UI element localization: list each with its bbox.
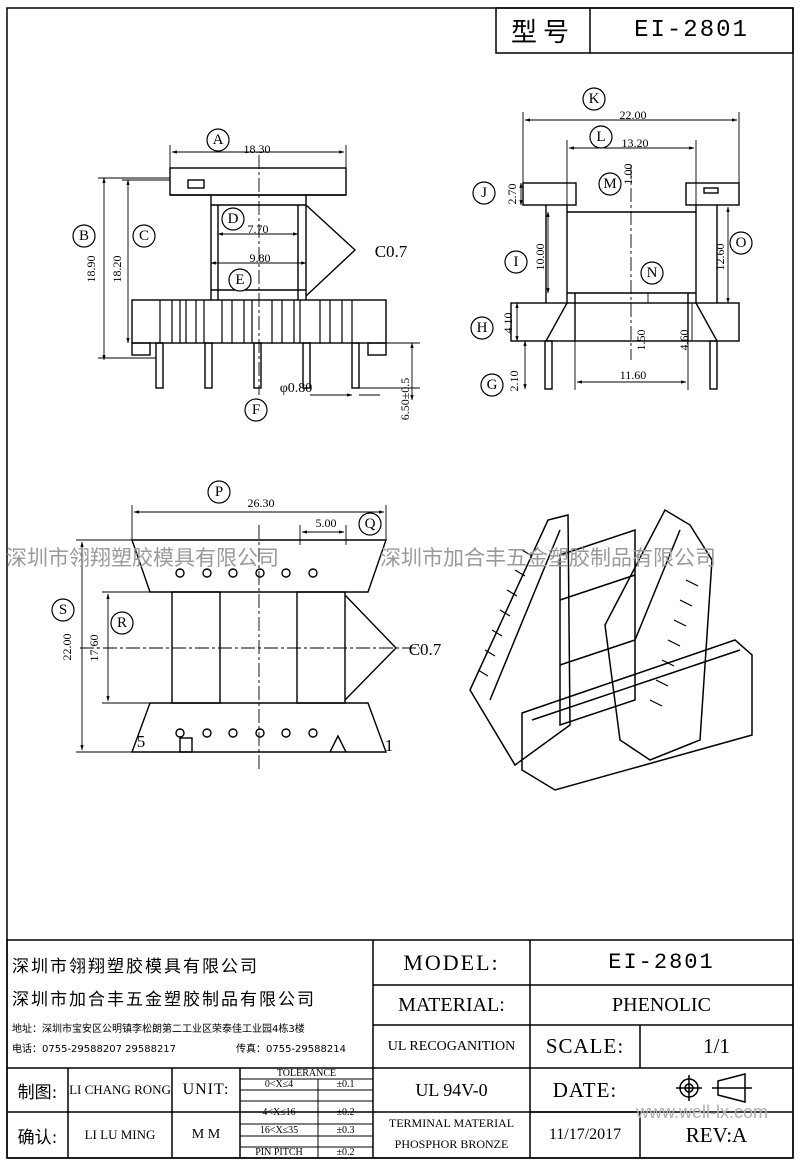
callout-g: G [486,376,498,393]
tol-value-1: ±0.1 [336,1079,355,1090]
header-model-value: EI-2801 [634,17,749,44]
dim-pin-length: 6.50±0.5 [397,377,412,421]
dim-n2: 4.60 [676,329,691,351]
tol-value-3: ±0.3 [336,1124,355,1136]
watermark-right: 深圳市加合丰五金塑胶制品有限公司 [380,546,716,570]
dim-n: 1.50 [633,329,648,351]
callout-o: O [735,234,747,251]
scale-value: 1/1 [703,1034,730,1058]
side-view [510,112,740,390]
dim-b: 18.90 [83,255,98,283]
callout-f: F [251,401,261,418]
callout-e: E [235,271,245,288]
ul-value: UL 94V-0 [415,1079,488,1100]
front-view [98,145,420,401]
tolerance-title: TOLERANCE [276,1068,337,1079]
dim-c: 18.20 [109,255,124,283]
isometric-view [469,508,753,791]
company-name-1: 深圳市翎翔塑胶模具有限公司 [12,957,259,977]
callout-h: H [476,319,488,336]
dim-i: 10.00 [532,243,547,271]
dim-chamfer-bottom: C0.7 [408,640,442,659]
scale-label: SCALE: [545,1034,625,1058]
dim-s: 22.00 [59,633,74,661]
callout-d: D [227,210,239,227]
checked-by-value: LI LU MING [84,1127,156,1142]
checked-by-label: 确认: [17,1127,58,1148]
header-model-label: 型号 [510,18,575,48]
dim-f: φ0.80 [279,381,313,396]
callout-q: Q [364,515,376,532]
tol-range-2: 4<X≤16 [262,1107,296,1118]
dim-o: 12.60 [712,243,727,271]
title-block-grid [6,939,794,1159]
tol-range-4: PIN PITCH [255,1147,303,1158]
model-label: MODEL: [403,949,500,975]
callout-j: J [481,184,487,201]
watermark-left: 深圳市翎翔塑胶模具有限公司 [6,546,279,570]
company-phone: 电话：0755-29588207 29588217 [12,1044,177,1055]
dim-p: 26.30 [247,495,275,510]
callout-l: L [596,128,606,145]
company-address: 地址：深圳市宝安区公明镇李松朗第二工业区荣泰佳工业园4栋3楼 [12,1024,305,1035]
dim-chamfer-front: C0.7 [374,242,408,261]
terminal-label: TERMINAL MATERIAL [388,1116,515,1130]
callout-s: S [58,601,68,618]
callout-m: M [603,175,617,192]
callout-c: C [138,227,149,244]
dim-e: 9.80 [249,250,271,265]
callout-r: R [116,614,127,631]
drawn-by-value: LI CHANG RONG [69,1082,171,1097]
callout-n: N [646,264,658,281]
callout-markers [51,87,753,635]
callout-p: P [214,483,224,500]
dim-j: 2.70 [504,183,519,205]
revision: REV:A [685,1122,748,1147]
tol-value-2: ±0.2 [336,1107,355,1118]
callout-k: K [588,90,600,107]
unit-label: UNIT: [182,1081,230,1098]
dim-m: 1.00 [620,163,635,185]
dim-d: 7.70 [247,221,269,236]
terminal-value: PHOSPHOR BRONZE [394,1137,509,1151]
dim-h: 4.10 [500,312,515,334]
pin-1-label: 1 [384,736,394,755]
date-label: DATE: [552,1077,618,1102]
unit-value: M M [191,1127,221,1142]
dim-r: 17.60 [86,634,101,662]
drawn-by-label: 制图: [17,1082,58,1103]
bottom-view [76,505,420,770]
ul-label: UL RECOGANITION [387,1038,516,1054]
callout-b: B [78,227,89,244]
dim-q: 5.00 [315,515,337,530]
tol-value-4: ±0.2 [336,1147,355,1158]
tol-range-3: 16<X≤35 [259,1124,299,1136]
dim-l: 13.20 [621,135,649,150]
model-value: EI-2801 [608,950,715,975]
tol-range-1: 0<X≤4 [264,1079,294,1090]
dim-k: 22.00 [619,107,647,122]
pin-5-label: 5 [136,732,146,751]
watermark-site: www.well-lx.com [636,1102,769,1122]
date-value: 11/17/2017 [548,1126,622,1143]
callout-a: A [212,131,224,148]
material-value: PHENOLIC [612,993,711,1016]
dim-w: 11.60 [619,367,647,382]
material-label: MATERIAL: [398,993,505,1016]
dim-a: 18.30 [243,141,271,156]
dim-g: 2.10 [506,370,521,392]
company-name-2: 深圳市加合丰五金塑胶制品有限公司 [12,990,316,1010]
callout-i: I [513,253,519,270]
header-model-box [495,7,794,54]
company-fax: 传真：0755-29588214 [236,1044,346,1055]
